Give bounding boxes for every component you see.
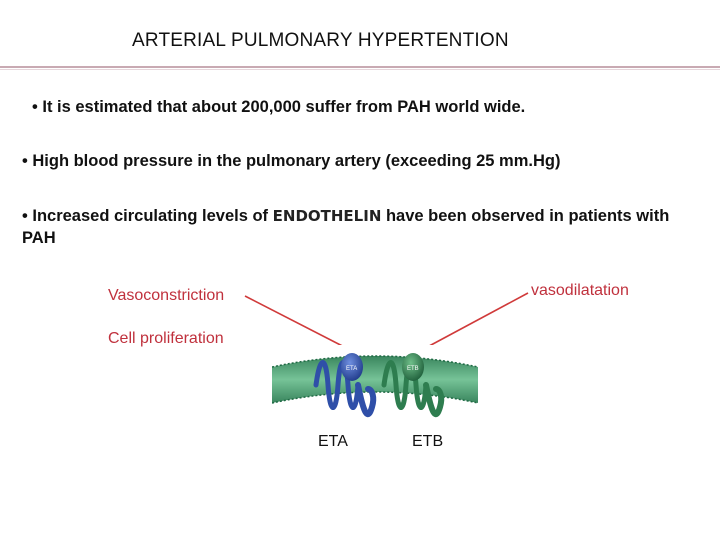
bullet-endothelin-suffix: have been observed in patients with PAH [22, 207, 670, 247]
receptor-label-eta: ETA [318, 433, 348, 450]
bilayer-top-edge [272, 355, 478, 368]
bullet-prevalence: • It is estimated that about 200,000 suf… [32, 98, 526, 116]
receptor-label-etb: ETB [412, 433, 444, 450]
bilayer-bottom-edge [272, 391, 478, 404]
etb-tail [423, 382, 445, 418]
etb-inner-label: ETB [407, 366, 419, 372]
etb-helices [381, 360, 429, 410]
eta-inner-label: ETA [346, 366, 357, 372]
label-vasoconstriction: Vasoconstriction [108, 287, 225, 304]
receptor-membrane-illustration: ETA ETB [272, 345, 478, 425]
etb-ligand-domain [402, 353, 424, 381]
endothelin-term: ENDOTHELIN [272, 207, 382, 225]
arrow-vasoconstriction-to-eta [244, 295, 360, 355]
etb-receptor: ETB [381, 353, 445, 418]
eta-ligand-domain [341, 353, 363, 381]
title-divider [0, 66, 720, 68]
label-cell-proliferation: Cell proliferation [108, 330, 224, 347]
eta-helices [313, 360, 361, 410]
bullet-blood-pressure: • High blood pressure in the pulmonary a… [22, 152, 561, 170]
title-divider-shadow [0, 69, 720, 70]
slide-title: ARTERIAL PULMONARY HYPERTENTION [132, 30, 509, 51]
arrow-vasodilatation-to-etb [416, 292, 529, 353]
eta-tail [355, 382, 377, 418]
bullet-endothelin: • Increased circulating levels of ENDOTH… [22, 205, 682, 249]
label-vasodilatation: vasodilatation [531, 282, 629, 299]
eta-receptor: ETA [313, 353, 377, 418]
bullet-endothelin-prefix: • Increased circulating levels of [22, 207, 273, 225]
